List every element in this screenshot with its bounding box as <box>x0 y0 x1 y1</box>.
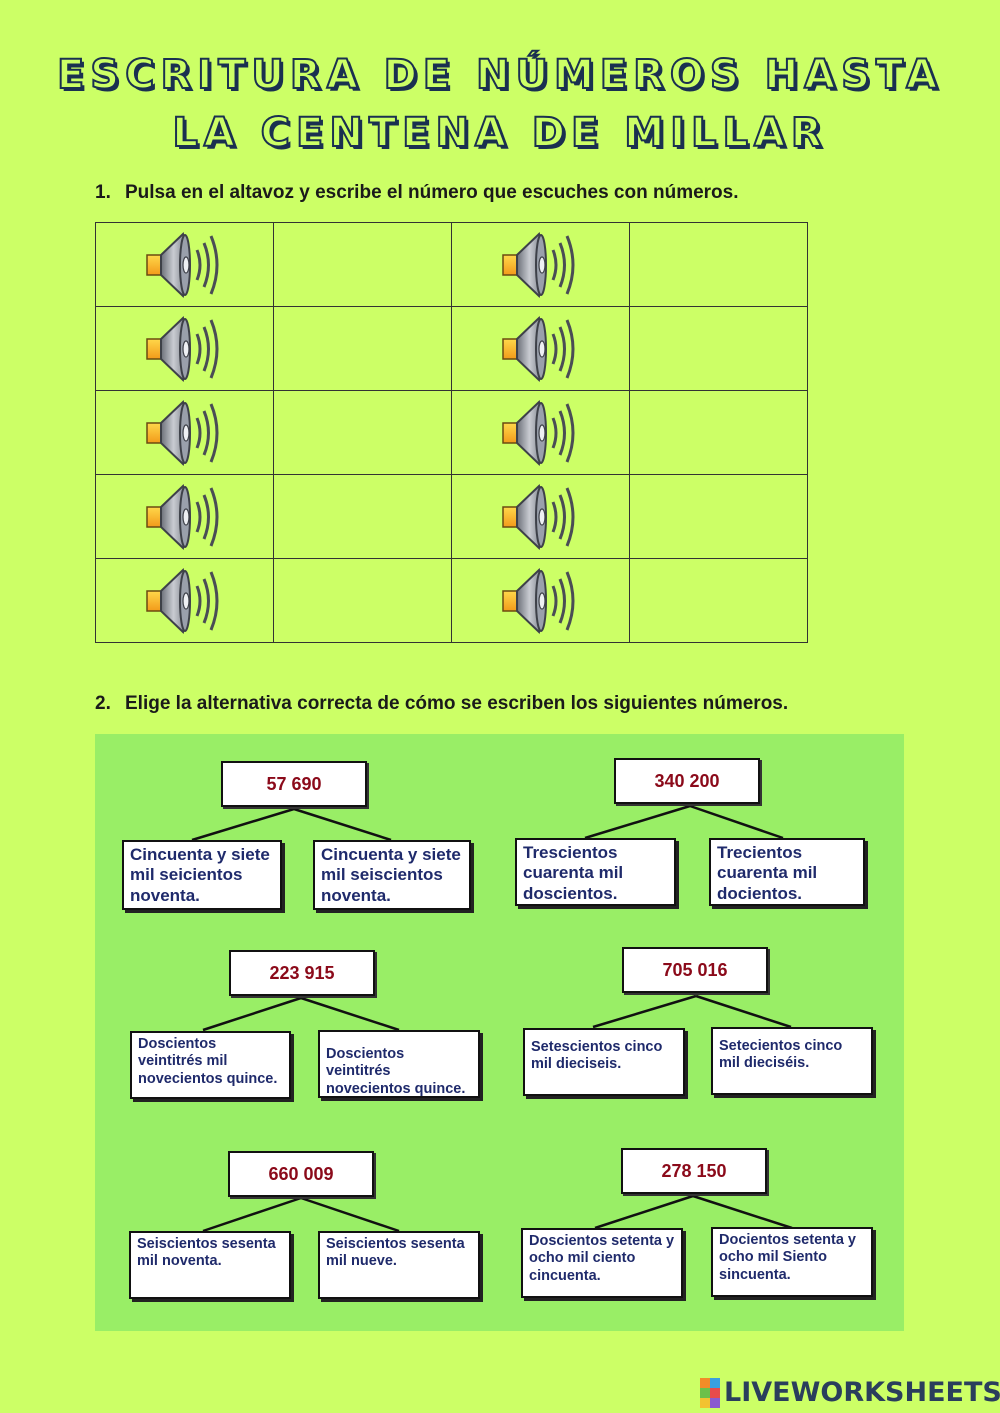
speaker-icon[interactable] <box>451 558 630 643</box>
option-a[interactable]: Seiscientos sesenta mil noventa. <box>129 1231 291 1299</box>
speaker-icon[interactable] <box>95 390 274 475</box>
logo-mark-icon <box>700 1377 720 1408</box>
option-b[interactable]: Setecientos cinco mil dieciséis. <box>711 1027 873 1095</box>
answer-field[interactable] <box>273 390 452 475</box>
question-2-number: 2. <box>95 693 111 714</box>
answer-field[interactable] <box>273 222 452 307</box>
connector-lines <box>191 804 793 1233</box>
answer-field[interactable] <box>629 390 808 475</box>
table-row <box>95 474 808 559</box>
speaker-icon[interactable] <box>451 222 630 307</box>
logo-text: LIVEWORKSHEETS <box>724 1377 1000 1408</box>
question-1-text: Pulsa en el altavoz y escribe el número … <box>125 182 739 203</box>
option-b[interactable]: Trecientos cuarenta mil docientos. <box>709 838 865 906</box>
listening-table <box>95 222 808 643</box>
question-1-number: 1. <box>95 182 111 203</box>
option-b[interactable]: Docientos setenta y ocho mil Siento sinc… <box>711 1227 873 1297</box>
choices-panel: 57 690 Cincuenta y siete mil seicientos … <box>95 734 904 1331</box>
option-a[interactable]: Doscientos veintitrés mil novecientos qu… <box>130 1031 291 1099</box>
number-box: 57 690 <box>221 761 367 807</box>
answer-field[interactable] <box>629 474 808 559</box>
question-2: 2. Elige la alternativa correcta de cómo … <box>95 693 788 715</box>
title-line-2: LA CENTENA DE MILLAR <box>171 109 828 157</box>
answer-field[interactable] <box>273 306 452 391</box>
answer-field[interactable] <box>273 474 452 559</box>
number-box: 660 009 <box>228 1151 374 1197</box>
speaker-icon[interactable] <box>95 474 274 559</box>
speaker-icon[interactable] <box>95 306 274 391</box>
speaker-icon[interactable] <box>451 306 630 391</box>
table-row <box>95 390 808 475</box>
speaker-icon[interactable] <box>95 558 274 643</box>
question-2-text: Elige la alternativa correcta de cómo se… <box>125 693 789 714</box>
number-box: 223 915 <box>229 950 375 996</box>
table-row <box>95 306 808 391</box>
speaker-icon[interactable] <box>451 390 630 475</box>
speaker-icon[interactable] <box>95 222 274 307</box>
option-a[interactable]: Doscientos setenta y ocho mil ciento cin… <box>521 1228 683 1298</box>
number-box: 705 016 <box>622 947 768 993</box>
table-row <box>95 222 808 307</box>
answer-field[interactable] <box>273 558 452 643</box>
liveworksheets-logo: LIVEWORKSHEETS <box>700 1377 1000 1408</box>
speaker-icon[interactable] <box>451 474 630 559</box>
answer-field[interactable] <box>629 558 808 643</box>
answer-field[interactable] <box>629 222 808 307</box>
number-box: 340 200 <box>614 758 760 804</box>
option-a[interactable]: Cincuenta y siete mil seicientos noventa… <box>122 840 282 910</box>
number-box: 278 150 <box>621 1148 767 1194</box>
option-b[interactable]: Seiscientos sesenta mil nueve. <box>318 1231 480 1299</box>
option-b[interactable]: Cincuenta y siete mil seiscientos novent… <box>313 840 471 910</box>
option-a[interactable]: Setescientos cinco mil dieciseis. <box>523 1028 685 1096</box>
title-line-1: ESCRITURA DE NÚMEROS HASTA <box>56 51 944 99</box>
option-b[interactable]: Doscientos veintitrés novecientos quince… <box>318 1030 480 1098</box>
option-a[interactable]: Trescientos cuarenta mil doscientos. <box>515 838 676 906</box>
table-row <box>95 558 808 643</box>
question-1: 1. Pulsa en el altavoz y escribe el númer… <box>95 182 739 204</box>
answer-field[interactable] <box>629 306 808 391</box>
